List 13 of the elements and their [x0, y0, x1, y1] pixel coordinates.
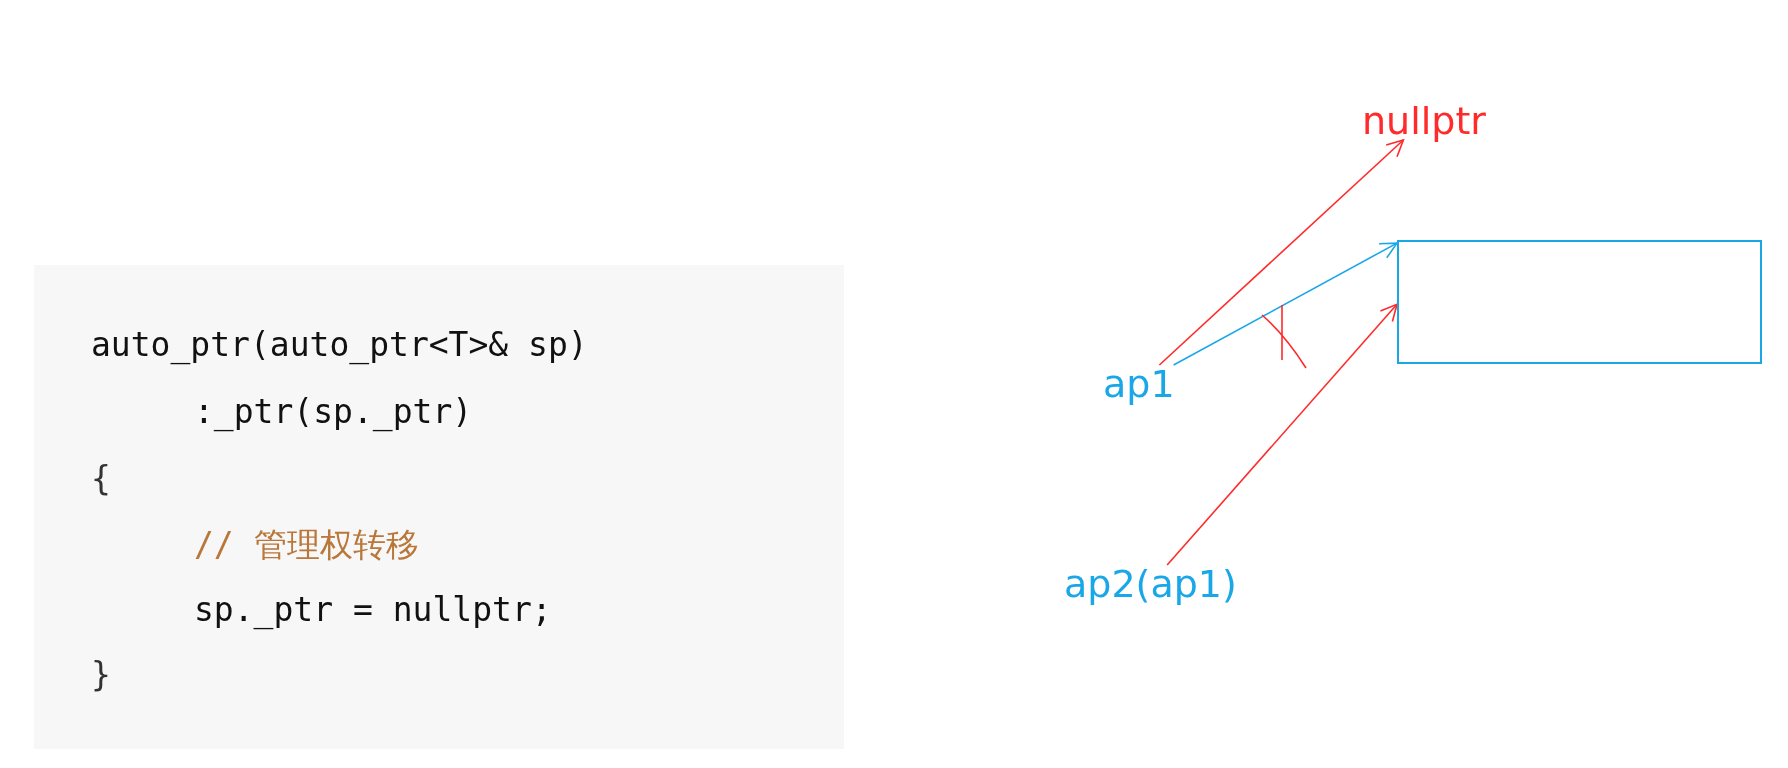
pointer-label: nullptr	[1362, 102, 1486, 140]
code-line: sp._ptr = nullptr;	[194, 590, 552, 630]
pointer-label: ap1	[1103, 365, 1175, 403]
pointer-label: ap2(ap1)	[1064, 565, 1237, 603]
code-line: {	[91, 459, 111, 499]
code-line: // 管理权转移	[194, 525, 419, 565]
code-line: auto_ptr(auto_ptr<T>& sp)	[91, 325, 588, 365]
rectangle-box	[1397, 240, 1762, 364]
arrow	[1172, 242, 1398, 366]
code-line: :_ptr(sp._ptr)	[194, 392, 473, 432]
arrow	[1166, 303, 1398, 566]
arrow	[1158, 139, 1405, 366]
code-line: }	[91, 655, 111, 695]
